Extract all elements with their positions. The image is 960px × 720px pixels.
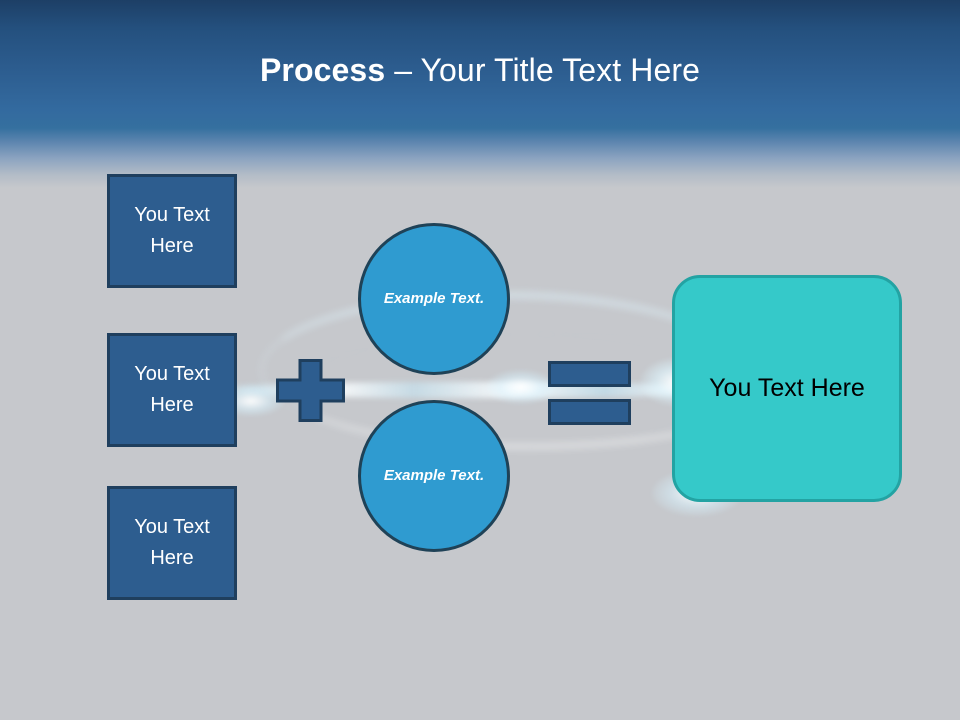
circle-bottom-label: Example Text. xyxy=(383,467,485,484)
input-box-3[interactable]: You Text Here xyxy=(107,486,237,600)
equals-bar-bottom xyxy=(548,399,631,425)
input-box-2[interactable]: You Text Here xyxy=(107,333,237,447)
equals-icon xyxy=(548,361,631,425)
input-box-3-label: You Text Here xyxy=(134,516,210,569)
plus-icon xyxy=(276,359,345,422)
input-box-1[interactable]: You Text Here xyxy=(107,174,237,288)
page-title-rest: – Your Title Text Here xyxy=(385,52,701,88)
page-title: Process – Your Title Text Here xyxy=(0,50,960,90)
circle-top-label: Example Text. xyxy=(383,290,485,307)
input-box-2-label: You Text Here xyxy=(134,363,210,416)
header-gradient-band xyxy=(0,0,960,129)
circle-shape-bottom[interactable]: Example Text. xyxy=(358,400,510,552)
page-title-strong: Process xyxy=(259,52,386,88)
input-box-1-label: You Text Here xyxy=(134,204,210,257)
result-box[interactable]: You Text Here xyxy=(672,275,902,502)
result-box-label: You Text Here xyxy=(709,374,865,402)
circle-shape-top[interactable]: Example Text. xyxy=(358,223,510,375)
equals-bar-top xyxy=(548,361,631,387)
